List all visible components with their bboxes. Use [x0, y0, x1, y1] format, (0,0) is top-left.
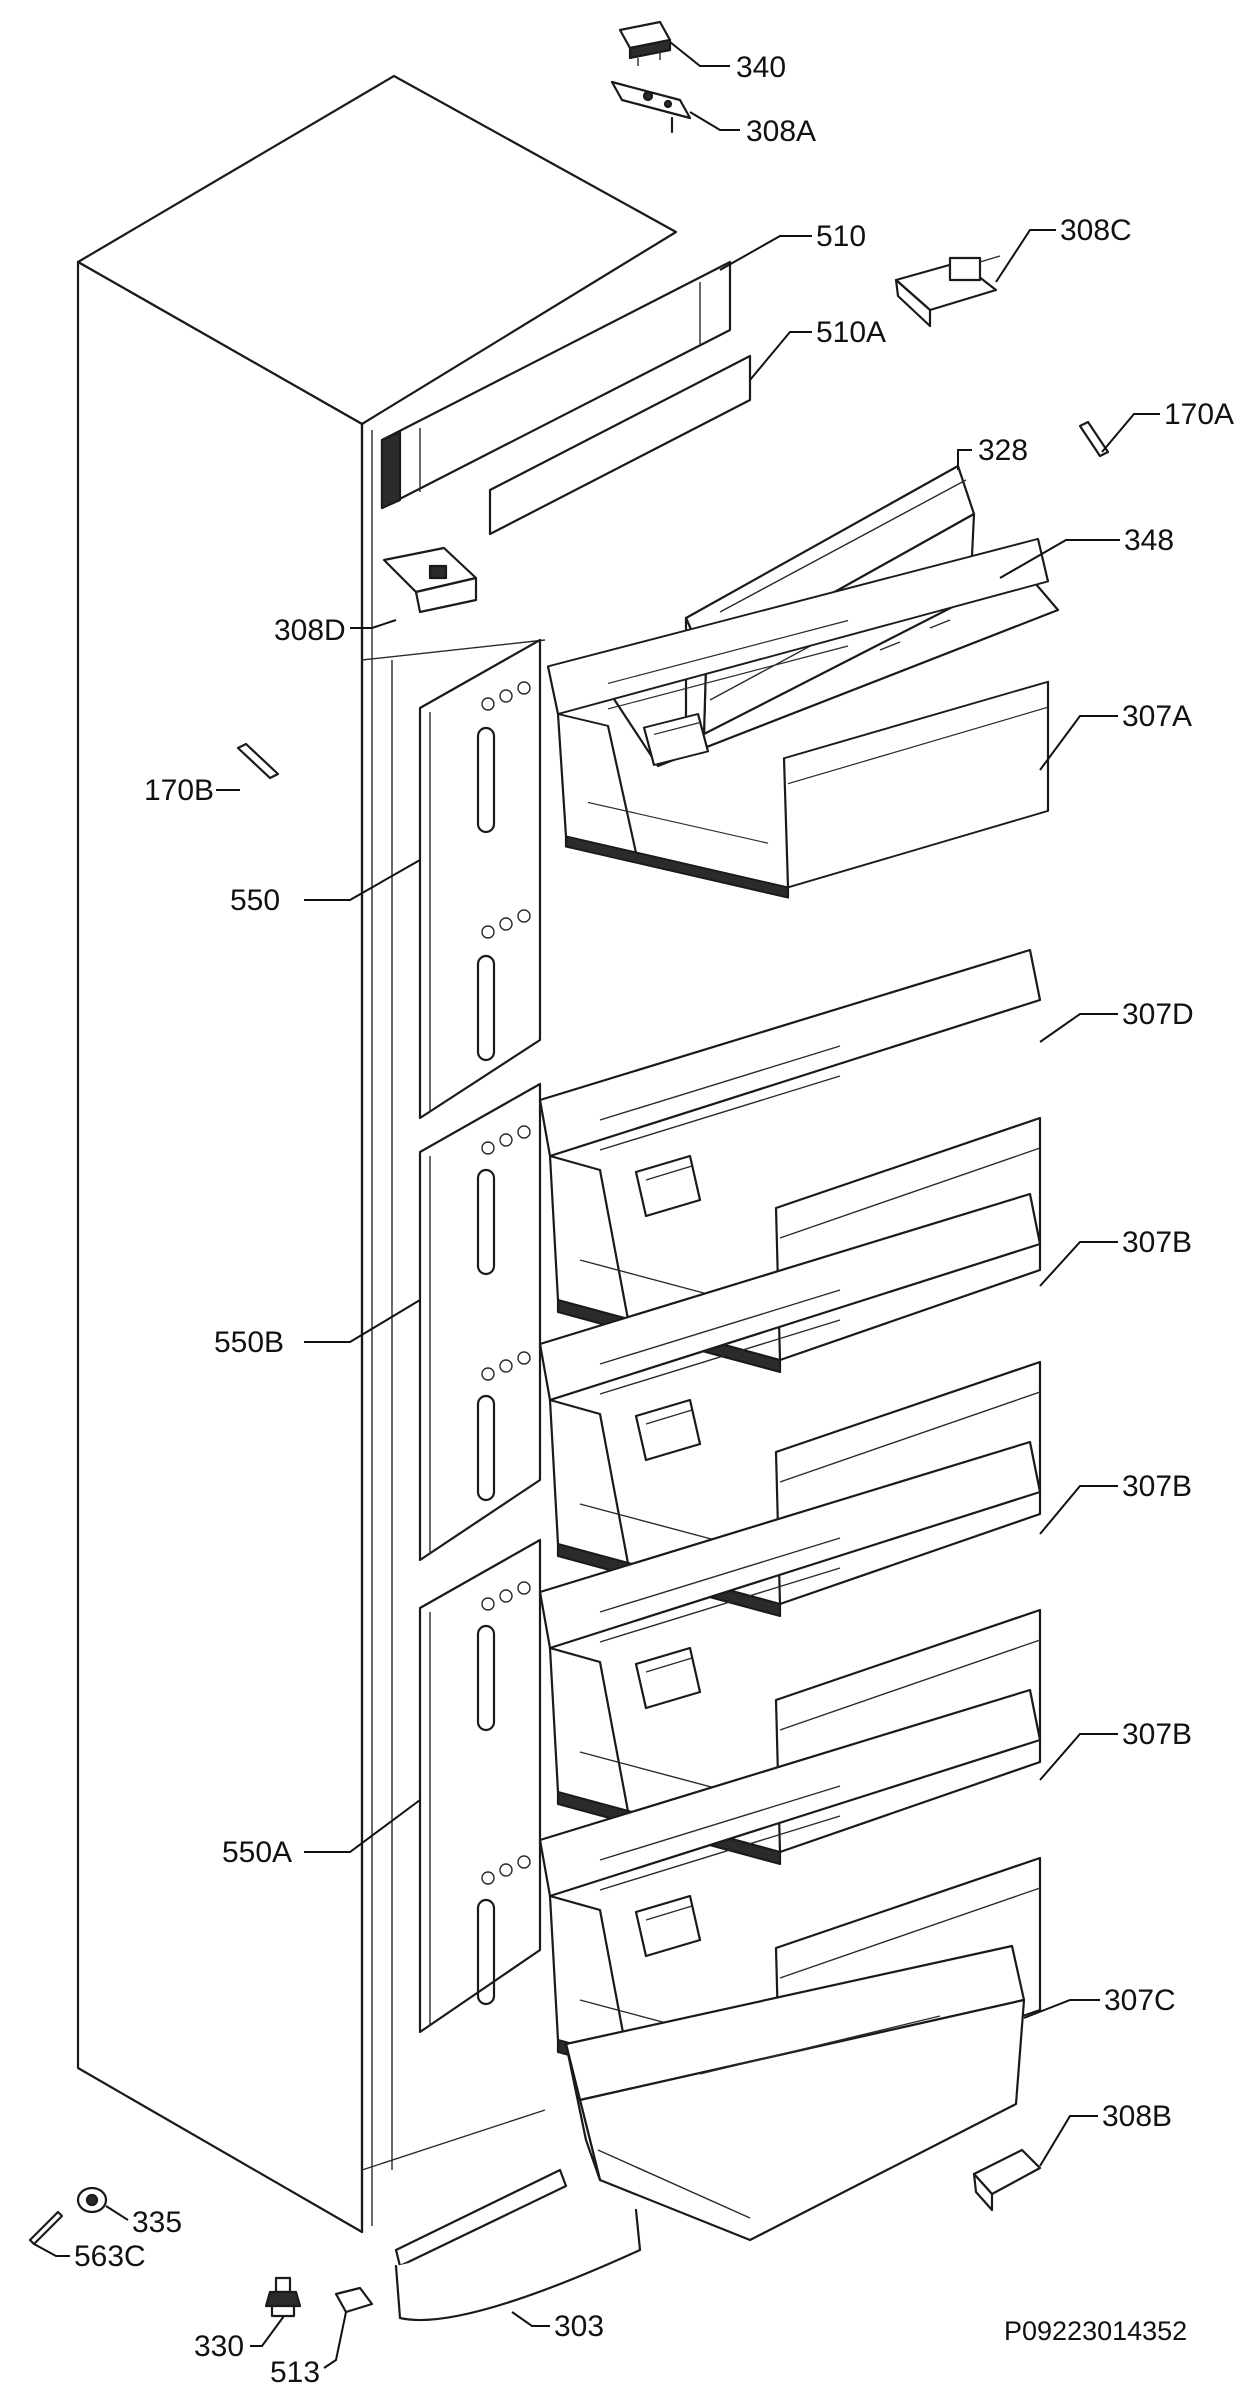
hinge-cap-340: [618, 20, 672, 66]
label-307d: 307D: [1122, 998, 1194, 1031]
callout-labels: 340 308A 510 308C 510A 170A 328 348 308D…: [74, 51, 1234, 2389]
cabinet-body: [76, 74, 678, 2234]
hinge-308d: [382, 546, 478, 614]
label-170a: 170A: [1164, 398, 1234, 431]
label-308b: 308B: [1102, 2100, 1172, 2133]
axle-563c: [28, 2210, 64, 2246]
clip-513: [334, 2286, 374, 2314]
label-340: 340: [736, 51, 786, 84]
top-hinge-308a: [610, 80, 692, 134]
kickplate-303: [394, 2168, 642, 2322]
roller-335: [76, 2186, 108, 2214]
label-170b: 170B: [144, 774, 214, 807]
door-550b: [418, 1082, 542, 1562]
label-328: 328: [978, 434, 1028, 467]
label-550: 550: [230, 884, 280, 917]
label-335: 335: [132, 2206, 182, 2239]
label-510: 510: [816, 220, 866, 253]
pin-170a: [1078, 420, 1110, 458]
label-510a: 510A: [816, 316, 886, 349]
label-307b-1: 307B: [1122, 1226, 1192, 1259]
panel-strip-510a: [488, 354, 752, 536]
pin-170b: [236, 742, 280, 780]
label-308a: 308A: [746, 115, 816, 148]
label-307c: 307C: [1104, 1984, 1176, 2017]
hinge-308b: [972, 2148, 1042, 2212]
leader-lines: [33, 41, 1160, 2369]
label-550b: 550B: [214, 1326, 284, 1359]
label-308c: 308C: [1060, 214, 1132, 247]
label-513: 513: [270, 2356, 320, 2389]
hinge-308c: [894, 255, 1001, 328]
door-550: [418, 638, 542, 1120]
label-307b-2: 307B: [1122, 1470, 1192, 1503]
label-348: 348: [1124, 524, 1174, 557]
label-563c: 563C: [74, 2240, 146, 2273]
label-308d: 308D: [274, 614, 346, 647]
label-330: 330: [194, 2330, 244, 2363]
control-panel-510: [380, 260, 732, 510]
label-307a: 307A: [1122, 700, 1192, 733]
label-303: 303: [554, 2310, 604, 2343]
drawer-307c: [564, 1944, 1026, 2242]
label-550a: 550A: [222, 1836, 292, 1869]
door-550a: [418, 1538, 542, 2034]
label-307b-3: 307B: [1122, 1718, 1192, 1751]
document-id: P09223014352: [1004, 2316, 1187, 2346]
adjustable-foot-330: [264, 2276, 302, 2318]
